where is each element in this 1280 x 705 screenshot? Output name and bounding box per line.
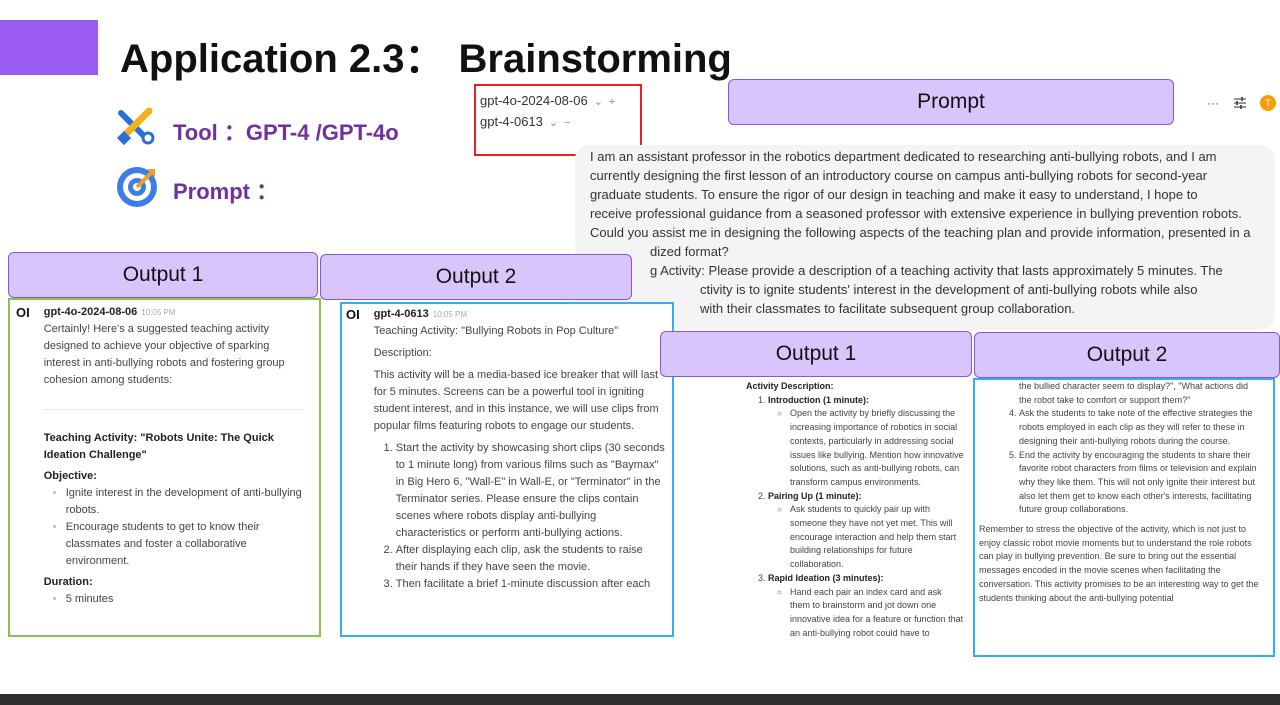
- model-selector-highlight: [474, 84, 642, 156]
- step-title: Rapid Ideation (3 minutes):: [768, 572, 884, 583]
- step-title: Introduction (1 minute):: [768, 394, 869, 405]
- prompt-line: dized format?: [650, 244, 729, 259]
- openai-logo-icon: OI: [16, 305, 30, 320]
- output1-tag-right: Output 1: [660, 331, 972, 377]
- description-text: This activity will be a media-based ice …: [373, 369, 659, 432]
- output2-tag-right: Output 2: [974, 332, 1280, 378]
- prompt-tag: Prompt: [728, 79, 1174, 125]
- model-name: gpt-4-0613: [480, 114, 543, 129]
- timestamp: 10:05 PM: [432, 310, 468, 319]
- prompt-line: g Activity: Please provide a description…: [650, 263, 1223, 278]
- output1-continued-panel: Activity Description: Introduction (1 mi…: [722, 380, 972, 650]
- prompt-line: graduate students. To ensure the rigor o…: [590, 187, 1198, 202]
- accent-block: [0, 20, 98, 75]
- response-intro: Certainly! Here's a suggested teaching a…: [43, 323, 285, 386]
- step-item: After displaying each clip, ask the stud…: [396, 542, 666, 576]
- title-main: Brainstorming: [458, 37, 732, 81]
- bottom-bar: [0, 694, 1280, 705]
- more-icon[interactable]: ···: [1207, 96, 1219, 110]
- output2-continued-panel: the bullied character seem to display?",…: [973, 378, 1275, 657]
- objective-item: Encourage students to get to know their …: [66, 519, 305, 570]
- model-name: gpt-4-0613: [373, 308, 429, 320]
- step-text: Ask students to quickly pair up with som…: [790, 503, 964, 572]
- duration-value: 5 minutes: [66, 591, 305, 608]
- prompt-line: Could you assist me in designing the fol…: [590, 225, 1251, 240]
- step-text: Hand each pair an index card and ask the…: [790, 586, 964, 641]
- title-prefix: Application 2.3：: [120, 37, 445, 81]
- remove-model-button[interactable]: −: [564, 117, 571, 129]
- prompt-line: ctivity is to ignite students' interest …: [700, 282, 1198, 297]
- step-text: Open the activity by briefly discussing …: [790, 407, 964, 489]
- prompt-line: receive professional guidance from a sea…: [590, 206, 1242, 221]
- prompt-line: with their classmates to facilitate subs…: [700, 301, 1076, 316]
- step-item: Then facilitate a brief 1-minute discuss…: [396, 576, 666, 593]
- model-name: gpt-4o-2024-08-06: [480, 93, 588, 108]
- tools-icon: [116, 107, 155, 146]
- step-title: Pairing Up (1 minute):: [768, 490, 862, 501]
- settings-sliders-icon[interactable]: [1233, 97, 1247, 109]
- prompt-line: I am an assistant professor in the robot…: [590, 149, 1217, 164]
- duration-label: Duration:: [43, 576, 93, 588]
- description-label: Description:: [373, 347, 432, 359]
- tool-label: Tool ：GPT-4 /GPT-4o: [173, 120, 399, 145]
- prompt-heading: Prompt ：: [173, 179, 279, 204]
- objective-label: Objective:: [43, 470, 97, 482]
- prompt-message: I am an assistant professor in the robot…: [575, 145, 1275, 330]
- slide-title: Application 2.3： Brainstorming: [120, 26, 732, 84]
- timestamp: 10:05 PM: [141, 308, 176, 317]
- activity-description-label: Activity Description:: [746, 381, 834, 391]
- step-item: End the activity by encouraging the stud…: [1019, 449, 1263, 518]
- prompt-line: currently designing the first lesson of …: [590, 168, 1208, 183]
- continued-text: the bullied character seem to display?",…: [1019, 381, 1249, 405]
- chevron-down-icon[interactable]: ⌄: [548, 117, 559, 129]
- model-name: gpt-4o-2024-08-06: [43, 306, 138, 318]
- closing-text: Remember to stress the objective of the …: [979, 524, 1259, 603]
- objective-item: Ignite interest in the development of an…: [66, 485, 305, 519]
- model-selector-1[interactable]: gpt-4o-2024-08-06 ⌄ +: [480, 93, 615, 108]
- add-model-button[interactable]: +: [608, 96, 616, 108]
- target-icon: [117, 167, 157, 207]
- chevron-down-icon[interactable]: ⌄: [593, 96, 603, 108]
- openai-logo-icon: OI: [346, 307, 360, 322]
- step-item: Start the activity by showcasing short c…: [396, 440, 666, 542]
- step-item: Ask the students to take note of the eff…: [1019, 407, 1263, 448]
- output2-tag: Output 2: [320, 254, 632, 300]
- user-avatar[interactable]: T: [1260, 95, 1276, 111]
- activity-heading: Teaching Activity: "Robots Unite: The Qu…: [43, 432, 274, 461]
- output1-tag: Output 1: [8, 252, 318, 298]
- divider: [43, 409, 305, 410]
- model-selector-2[interactable]: gpt-4-0613 ⌄−: [480, 114, 571, 129]
- activity-heading: Teaching Activity: "Bullying Robots in P…: [373, 325, 619, 337]
